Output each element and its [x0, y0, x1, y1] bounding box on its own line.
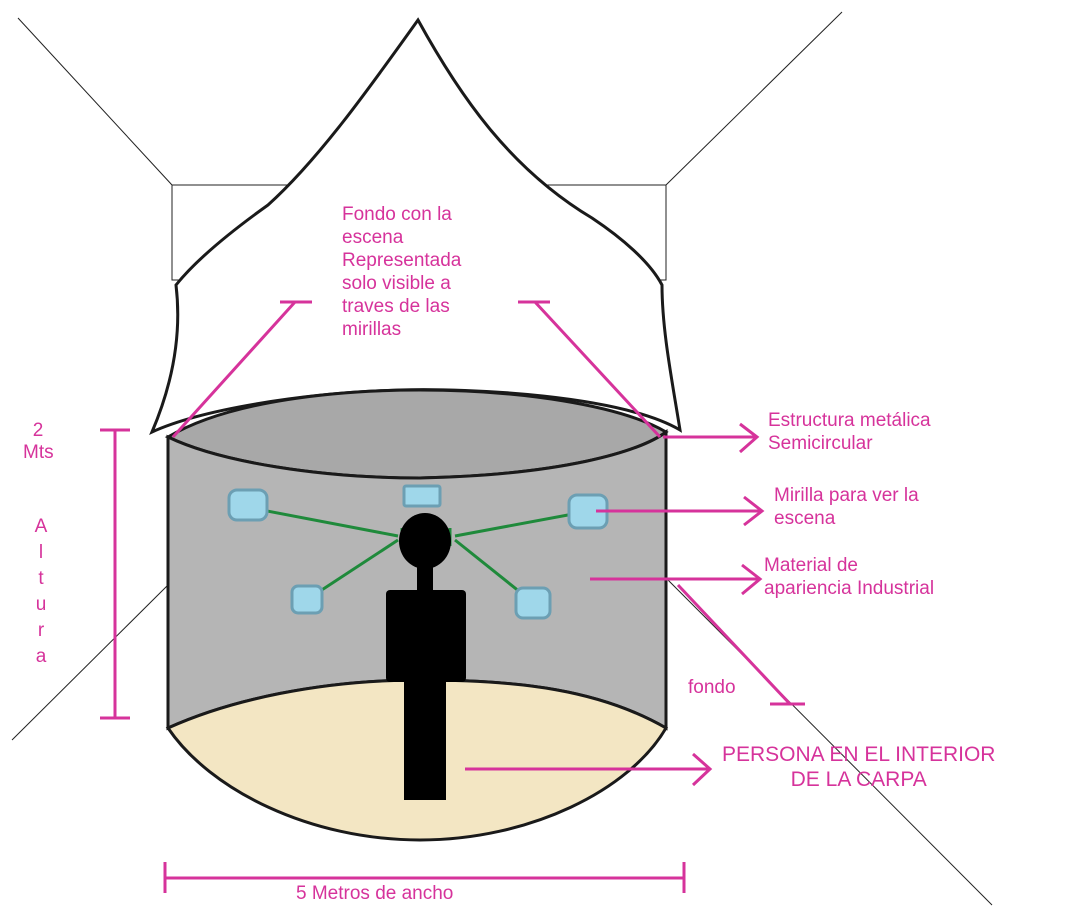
structure-label-line: Estructura metálica — [768, 410, 931, 431]
person-label-line: PERSONA EN EL INTERIOR — [722, 743, 996, 766]
height-value-label: 2 Mts — [23, 420, 54, 464]
person-head — [399, 513, 451, 569]
height-word-letter: a — [35, 646, 47, 667]
backdrop-label-line: escena — [342, 227, 404, 248]
backdrop-label-line: Representada — [342, 250, 462, 271]
peephole-top-center — [402, 484, 442, 508]
height-value-line: Mts — [23, 442, 54, 463]
person-legs — [404, 678, 446, 800]
backdrop-pointer-left — [171, 300, 297, 439]
sight-line-3 — [454, 510, 585, 538]
structure-label: Estructura metálica Semicircular — [768, 409, 931, 455]
height-word-letter: t — [38, 568, 44, 589]
sight-line-1 — [245, 505, 399, 538]
person-torso — [386, 590, 466, 682]
perspective-line-top-right — [665, 11, 843, 186]
perspective-line-bottom-right — [667, 579, 993, 906]
backdrop-label: Fondo con la escena Representada solo vi… — [342, 203, 461, 341]
sight-line-2 — [307, 538, 399, 601]
person-label: PERSONA EN EL INTERIOR DE LA CARPA — [722, 742, 995, 792]
peephole-left-upper — [227, 488, 269, 522]
height-value-line: 2 — [32, 420, 44, 441]
width-label: 5 Metros de ancho — [296, 883, 454, 904]
person-silhouette — [386, 513, 466, 800]
height-word-letter: r — [37, 620, 45, 641]
peephole-arrow-head — [743, 495, 765, 527]
fondo-label: fondo — [688, 677, 736, 698]
backdrop-label-line: solo visible a — [342, 273, 451, 294]
material-arrow-head — [741, 563, 763, 596]
height-word-letter: l — [38, 542, 44, 563]
peepholes — [227, 484, 609, 620]
person-neck — [417, 566, 433, 596]
perspective-line-bottom-left — [11, 584, 169, 741]
sight-lines — [245, 505, 585, 602]
perspective-line-top-left — [17, 17, 173, 186]
peephole-right-lower — [514, 586, 552, 620]
height-word-letter: A — [34, 516, 48, 537]
peephole-label-line: escena — [774, 508, 836, 529]
backdrop-label-line: mirillas — [342, 319, 402, 340]
peephole-label: Mirilla para ver la escena — [774, 484, 919, 530]
backdrop-label-line: Fondo con la — [342, 204, 452, 225]
height-word-letter: u — [35, 594, 47, 615]
material-label-line: Material de — [764, 555, 858, 576]
annotation-lines — [100, 300, 805, 893]
material-label-line: apariencia Industrial — [764, 578, 935, 599]
backdrop-label-line: traves de las — [342, 296, 450, 317]
person-label-line: DE LA CARPA — [790, 768, 927, 791]
height-word-label: A l t u r a — [26, 514, 56, 670]
material-label: Material de apariencia Industrial — [764, 554, 934, 600]
person-arrow-head — [691, 752, 713, 787]
fondo-pointer-line — [676, 583, 792, 706]
peephole-label-line: Mirilla para ver la — [774, 485, 919, 506]
backdrop-pointer-right — [533, 300, 662, 439]
peephole-left-lower — [290, 584, 324, 615]
structure-arrow-head — [739, 422, 760, 454]
structure-label-line: Semicircular — [768, 433, 873, 454]
